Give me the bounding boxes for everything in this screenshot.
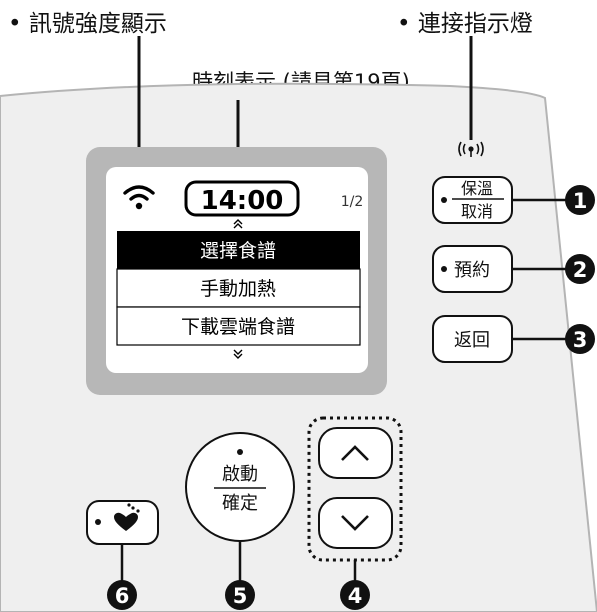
confirm-label: 確定 [222, 493, 258, 514]
callout-5-number: 5 [233, 584, 248, 608]
callout-3-number: 3 [573, 328, 588, 352]
callout-6-badge [107, 580, 137, 610]
callout-5-badge [225, 580, 255, 610]
callout-4-number: 4 [348, 584, 363, 608]
heart-icon [114, 512, 138, 531]
keep-warm-label: 保溫 [461, 179, 493, 198]
callout-1-badge [565, 185, 595, 215]
callout-3-badge [565, 324, 595, 354]
connection-indicator-label: • 連接指示燈 [397, 11, 533, 37]
start-confirm-button[interactable] [185, 432, 295, 542]
callout-2-badge [565, 254, 595, 284]
favorite-button[interactable] [86, 500, 159, 545]
up-button[interactable] [318, 427, 393, 479]
back-label: 返回 [454, 330, 490, 351]
clock-value: 14:00 [201, 186, 284, 216]
timer-label: 預約 [454, 260, 490, 281]
callout-1-number: 1 [573, 189, 588, 213]
connection-indicator-icon [458, 141, 484, 157]
clock-frame [184, 180, 300, 217]
menu-item-download-cloud[interactable]: 下載雲端食譜 [181, 316, 295, 338]
scroll-up-indicator-icon [233, 219, 243, 229]
chevron-up-icon [341, 445, 369, 461]
menu-item-download-bg [116, 306, 361, 346]
page-indicator: 1/2 [341, 194, 364, 210]
callout-4-badge [340, 580, 370, 610]
menu-item-selected-bg [117, 231, 360, 269]
cancel-label: 取消 [461, 202, 493, 221]
menu-item-manual-heating[interactable]: 手動加熱 [200, 278, 276, 300]
menu-item-manual-bg [116, 268, 361, 308]
scroll-down-indicator-icon [233, 349, 243, 359]
signal-strength-label: • 訊號強度顯示 [8, 11, 167, 37]
callout-6-number: 6 [115, 584, 130, 608]
menu-item-select-recipe[interactable]: 選擇食譜 [200, 240, 276, 262]
start-label: 啟動 [222, 464, 258, 485]
callout-2-number: 2 [573, 258, 588, 282]
down-button[interactable] [318, 497, 393, 549]
chevron-down-icon [341, 515, 369, 531]
wifi-icon [123, 185, 155, 210]
